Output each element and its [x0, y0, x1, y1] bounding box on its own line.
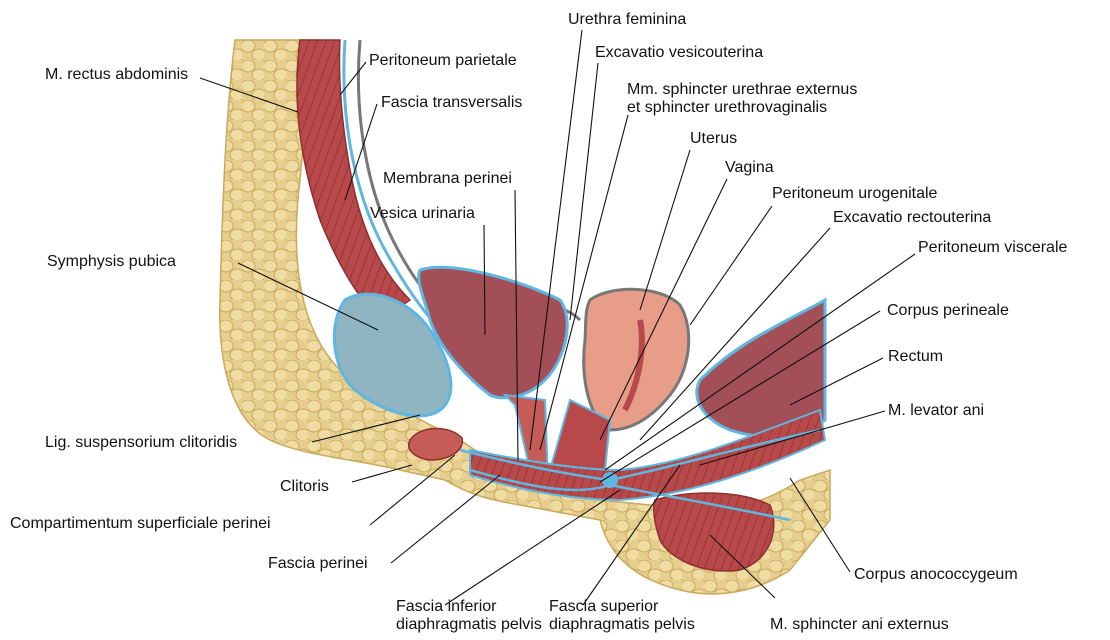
label-vagina: Vagina	[725, 158, 774, 177]
label-fascia-inferior-line2: diaphragmatis pelvis	[396, 616, 542, 634]
label-fascia-perinei: Fascia perinei	[268, 554, 368, 573]
label-rectus-abdominis: M. rectus abdominis	[45, 65, 188, 84]
label-peritoneum-viscerale: Peritoneum viscerale	[918, 238, 1067, 257]
label-peritoneum-parietale: Peritoneum parietale	[369, 51, 517, 70]
label-sphincter-line2: et sphincter urethrovaginalis	[627, 99, 827, 117]
label-fascia-inferior-line1: Fascia inferior	[396, 598, 496, 616]
label-corpus-anococcygeum: Corpus anococcygeum	[854, 565, 1018, 584]
label-sphincter-ani-externus: M. sphincter ani externus	[770, 615, 949, 634]
label-compartimentum-superficiale: Compartimentum superficiale perinei	[10, 514, 271, 533]
label-fascia-superior-line1: Fascia superior	[549, 598, 658, 616]
label-peritoneum-urogenitale: Peritoneum urogenitale	[772, 184, 937, 203]
label-sphincter-line1: Mm. sphincter urethrae externus	[627, 81, 857, 99]
label-lig-suspensorium: Lig. suspensorium clitoridis	[45, 433, 237, 452]
label-levator-ani: M. levator ani	[888, 401, 984, 420]
label-symphysis-pubica: Symphysis pubica	[47, 252, 176, 271]
label-corpus-perineale: Corpus perineale	[887, 301, 1009, 320]
label-fascia-transversalis: Fascia transversalis	[381, 93, 522, 112]
uterus	[584, 289, 689, 430]
label-urethra-feminina: Urethra feminina	[568, 10, 686, 29]
label-uterus: Uterus	[690, 129, 737, 148]
label-membrana-perinei: Membrana perinei	[383, 169, 512, 188]
label-excavatio-rectouterina: Excavatio rectouterina	[833, 208, 991, 227]
label-fascia-superior-line2: diaphragmatis pelvis	[549, 616, 695, 634]
label-clitoris: Clitoris	[280, 477, 329, 496]
label-excavatio-vesicouterina: Excavatio vesicouterina	[595, 43, 763, 62]
label-vesica-urinaria: Vesica urinaria	[370, 204, 475, 223]
label-rectum: Rectum	[888, 347, 943, 366]
